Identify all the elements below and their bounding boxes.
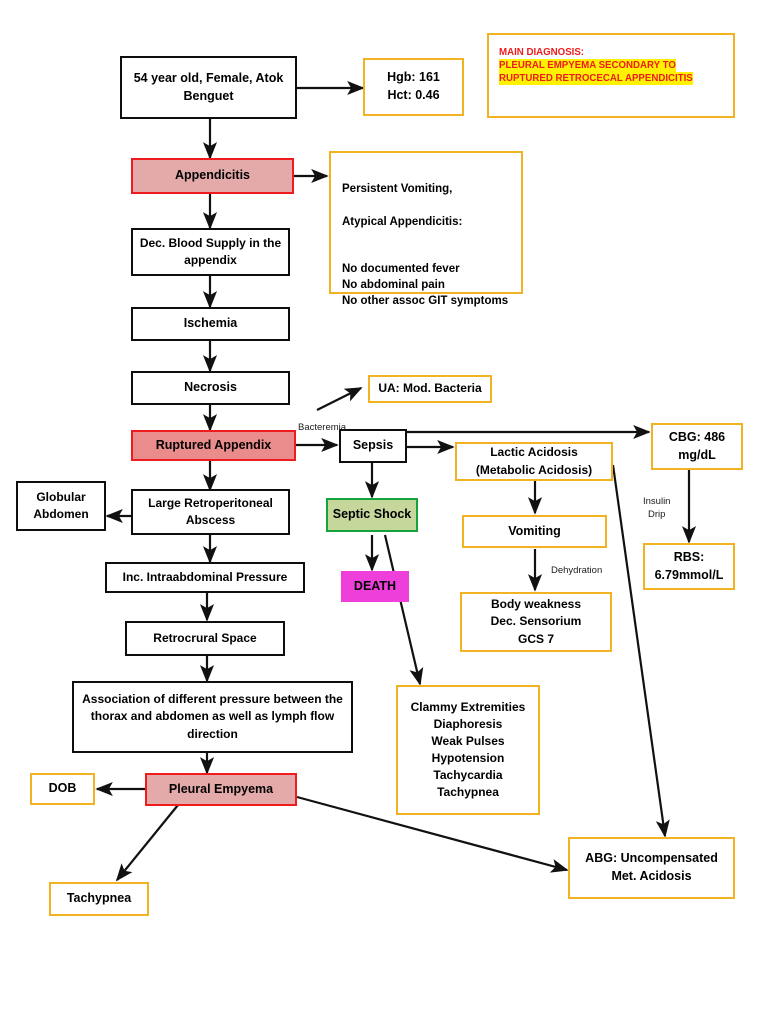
- node-septic-shock-label: Septic Shock: [332, 507, 412, 522]
- node-ua[interactable]: UA: Mod. Bacteria: [368, 375, 492, 403]
- node-pleural-empyema-label: Pleural Empyema: [168, 781, 274, 796]
- node-dec-blood-supply[interactable]: Dec. Blood Supply in the appendix: [131, 228, 290, 276]
- node-cbg[interactable]: CBG: 486 mg/dL: [651, 423, 743, 470]
- node-lactic-acidosis-label: Lactic Acidosis (Metabolic Acidosis): [475, 445, 593, 477]
- node-shock-signs[interactable]: Clammy Extremities Diaphoresis Weak Puls…: [396, 685, 540, 815]
- node-main-diagnosis[interactable]: MAIN DIAGNOSIS: PLEURAL EMPYEMA SECONDAR…: [487, 33, 735, 118]
- node-death[interactable]: DEATH: [341, 571, 409, 602]
- node-necrosis-label: Necrosis: [184, 380, 237, 395]
- node-rbs[interactable]: RBS: 6.79mmol/L: [643, 543, 735, 590]
- main-diagnosis-heading: MAIN DIAGNOSIS:: [499, 47, 585, 58]
- node-labs-cbc-label: Hgb: 161 Hct: 0.46: [387, 70, 440, 102]
- node-sepsis-label: Sepsis: [352, 438, 394, 453]
- edge-label-bacteremia-text: Bacteremia: [298, 422, 347, 434]
- node-globular-abdomen[interactable]: Globular Abdomen: [16, 481, 106, 531]
- node-cbg-label: CBG: 486 mg/dL: [668, 429, 726, 462]
- node-rbs-label: RBS: 6.79mmol/L: [654, 549, 724, 582]
- node-large-abscess-label: Large Retroperitoneal Abscess: [148, 495, 273, 527]
- node-tachypnea-label: Tachypnea: [66, 891, 132, 906]
- node-globular-abdomen-label: Globular Abdomen: [33, 489, 89, 521]
- node-symptoms-list: No documented fever No abdominal pain No…: [342, 262, 509, 308]
- node-association[interactable]: Association of different pressure betwee…: [72, 681, 353, 753]
- node-ua-label: UA: Mod. Bacteria: [378, 381, 482, 396]
- node-labs-cbc[interactable]: Hgb: 161 Hct: 0.46: [363, 58, 464, 116]
- node-necrosis[interactable]: Necrosis: [131, 371, 290, 405]
- node-sepsis[interactable]: Sepsis: [339, 429, 407, 463]
- node-patient[interactable]: 54 year old, Female, Atok Benguet: [120, 56, 297, 119]
- node-symptoms-head: Persistent Vomiting, Atypical Appendicit…: [342, 183, 463, 228]
- node-association-label: Association of different pressure betwee…: [82, 692, 343, 741]
- node-vomiting-label: Vomiting: [508, 523, 561, 538]
- edge-label-bacteremia: Bacteremia: [298, 410, 346, 435]
- main-diagnosis-line2: RUPTURED RETROCECAL APPENDICITIS: [499, 72, 693, 85]
- node-shock-signs-label: Clammy Extremities Diaphoresis Weak Puls…: [410, 699, 526, 800]
- node-dob-label: DOB: [48, 781, 77, 796]
- node-ruptured-appendix[interactable]: Ruptured Appendix: [131, 430, 296, 461]
- node-symptoms[interactable]: Persistent Vomiting, Atypical Appendicit…: [329, 151, 523, 307]
- node-death-label: DEATH: [353, 578, 397, 593]
- node-dob[interactable]: DOB: [30, 773, 95, 805]
- edge-label-insulin-drip-text: Insulin Drip: [643, 496, 671, 520]
- node-abg[interactable]: ABG: Uncompensated Met. Acidosis: [568, 837, 735, 899]
- node-patient-label: 54 year old, Female, Atok Benguet: [133, 70, 284, 103]
- node-lactic-acidosis[interactable]: Lactic Acidosis (Metabolic Acidosis): [455, 442, 613, 481]
- node-body-weakness-label: Body weakness Dec. Sensorium GCS 7: [490, 597, 582, 646]
- main-diagnosis-line1: PLEURAL EMPYEMA SECONDARY TO: [499, 59, 676, 72]
- node-vomiting[interactable]: Vomiting: [462, 515, 607, 548]
- node-large-abscess[interactable]: Large Retroperitoneal Abscess: [131, 489, 290, 535]
- node-tachypnea[interactable]: Tachypnea: [49, 882, 149, 916]
- node-body-weakness[interactable]: Body weakness Dec. Sensorium GCS 7: [460, 592, 612, 652]
- node-pleural-empyema[interactable]: Pleural Empyema: [145, 773, 297, 806]
- node-septic-shock[interactable]: Septic Shock: [326, 498, 418, 532]
- node-inc-pressure-label: Inc. Intraabdominal Pressure: [122, 569, 288, 584]
- node-inc-pressure[interactable]: Inc. Intraabdominal Pressure: [105, 562, 305, 593]
- edge-label-dehydration: Dehydration: [551, 553, 602, 578]
- node-appendicitis[interactable]: Appendicitis: [131, 158, 294, 194]
- node-symptoms-label: Persistent Vomiting, Atypical Appendicit…: [342, 165, 521, 326]
- node-abg-label: ABG: Uncompensated Met. Acidosis: [585, 851, 718, 883]
- edge-label-dehydration-text: Dehydration: [551, 565, 603, 577]
- node-dec-blood-supply-label: Dec. Blood Supply in the appendix: [139, 235, 282, 267]
- edge-label-insulin-drip: Insulin Drip: [643, 484, 670, 521]
- node-retrocrural[interactable]: Retrocrural Space: [125, 621, 285, 656]
- node-ischemia[interactable]: Ischemia: [131, 307, 290, 341]
- node-retrocrural-label: Retrocrural Space: [153, 630, 257, 645]
- node-ruptured-appendix-label: Ruptured Appendix: [155, 437, 272, 452]
- node-appendicitis-label: Appendicitis: [174, 168, 250, 183]
- node-ischemia-label: Ischemia: [183, 316, 238, 331]
